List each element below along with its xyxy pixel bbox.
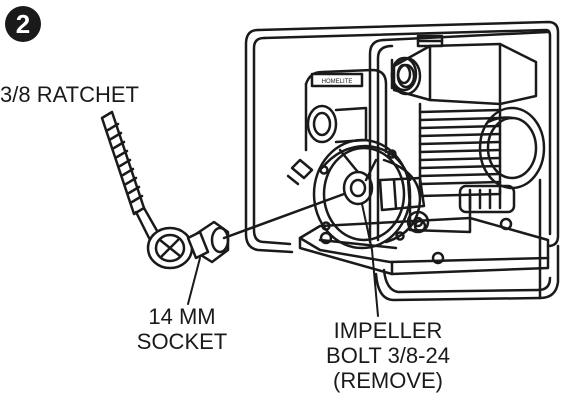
step-number-badge: 2 [5,6,41,42]
bolt-label-line-1: IMPELLER [333,318,443,343]
leader-lines [187,203,379,317]
base-skid [298,216,550,276]
bolt-label-line-3: (REMOVE) [333,368,443,393]
brand-plate-text: HOMELITE [322,79,353,85]
ratchet-label: 3/8 RATCHET [0,82,139,107]
roll-cage [244,20,560,302]
socket-callout: 14 MM SOCKET [112,304,252,354]
pump-casing [286,56,430,250]
bolt-callout: IMPELLER BOLT 3/8-24 (REMOVE) [318,318,458,393]
ratchet-callout: 3/8 RATCHET [0,82,139,107]
socket-label-line-1: 14 MM [148,304,216,329]
bolt-label-line-2: BOLT 3/8-24 [326,343,450,368]
socket-label-line-2: SOCKET [136,329,228,354]
ratchet-tool [100,110,210,270]
